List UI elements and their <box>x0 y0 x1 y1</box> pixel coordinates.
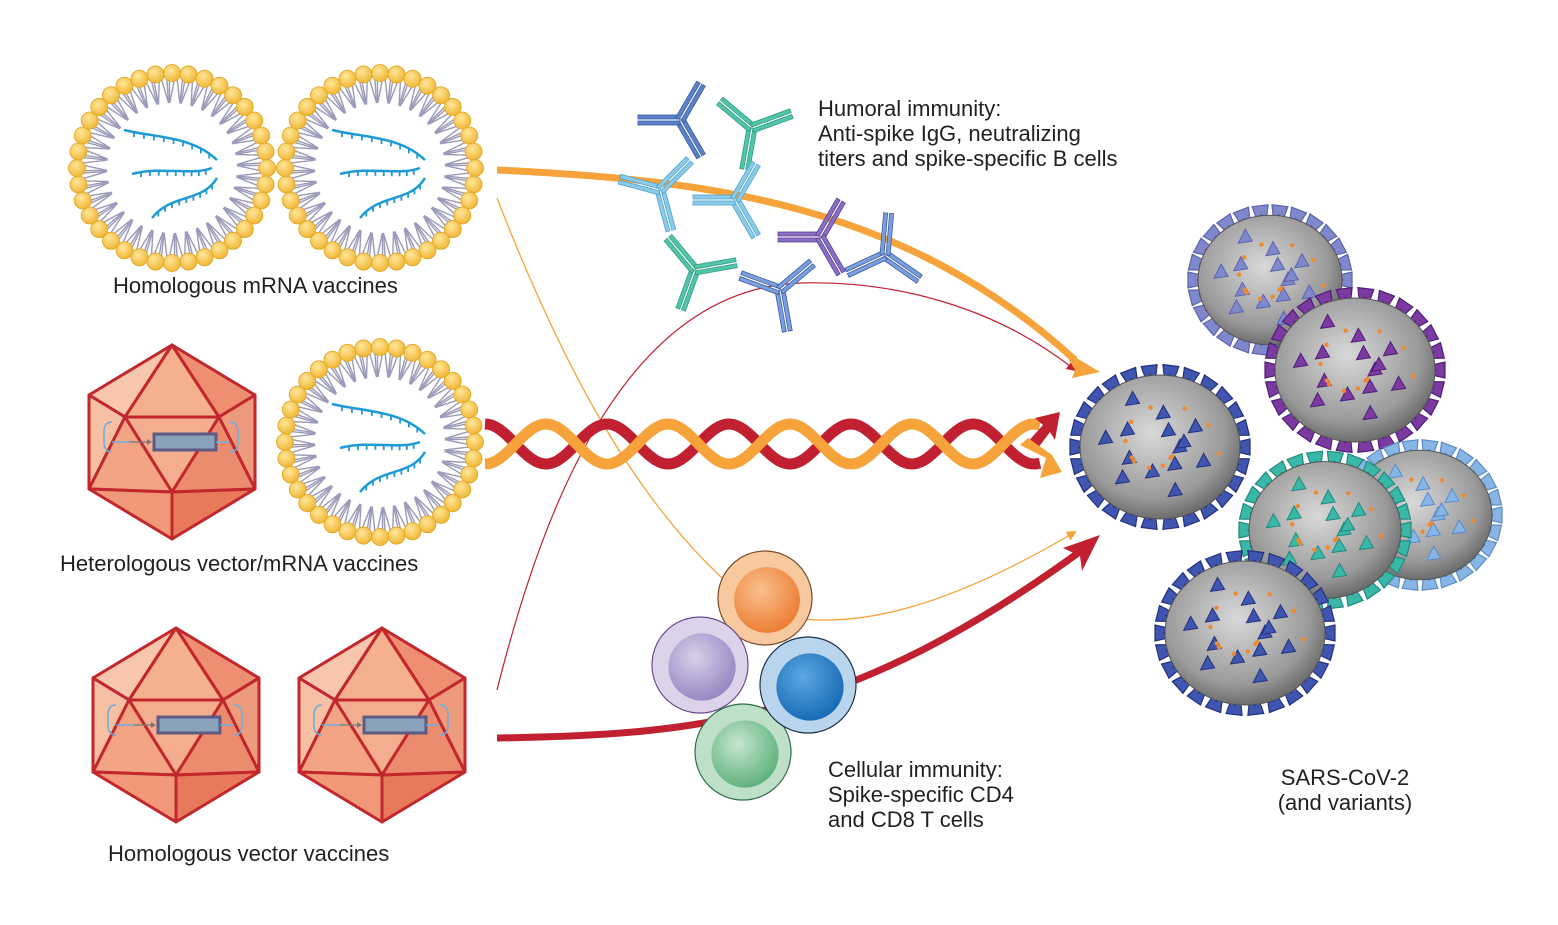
cellular-line2: Spike-specific CD4 <box>828 782 1014 807</box>
humoral-line2: Anti-spike IgG, neutralizing <box>818 121 1081 146</box>
virus-cluster <box>1069 204 1503 717</box>
antibody-icon <box>716 96 794 171</box>
adenovirus-vector-icon <box>297 626 467 824</box>
mrna-strands <box>123 128 219 219</box>
antibody-icon <box>738 258 816 333</box>
humoral-immunity-label: Humoral immunity: Anti-spike IgG, neutra… <box>818 96 1118 171</box>
transgene-cassette-icon <box>313 704 449 736</box>
antibody-icon <box>844 212 923 284</box>
antibody-icon <box>617 156 694 233</box>
antibody-icon <box>777 197 846 277</box>
lipid-nanoparticle-icon <box>68 64 276 272</box>
adenovirus-vector-icon <box>91 626 261 824</box>
lipid-nanoparticle-icon <box>276 64 484 272</box>
transgene-cassette-icon <box>107 704 243 736</box>
red-arrowhead-bottom <box>1063 535 1100 571</box>
heterologous-helix-arrow <box>484 412 1062 478</box>
blue-variant-virus <box>1069 363 1251 531</box>
virus-label: SARS-CoV-2 (and variants) <box>1245 765 1445 815</box>
antibody-icon <box>692 160 761 240</box>
humoral-title: Humoral immunity: <box>818 96 1002 121</box>
mrna-strands <box>331 402 427 493</box>
transgene-cassette-icon <box>103 421 239 453</box>
orange-helix-strand <box>484 418 1042 470</box>
thick-orange-arrow-mrna <box>496 166 1078 363</box>
blue-variant-virus <box>1154 549 1336 717</box>
virus-line1: SARS-CoV-2 <box>1280 765 1410 790</box>
antibody-icon <box>663 234 738 312</box>
purple-t-cell <box>651 616 749 714</box>
antibody-cluster <box>617 80 923 333</box>
orange-t-cell <box>717 550 813 646</box>
adenovirus-vector-icon <box>87 343 257 541</box>
mrna-strands <box>331 128 427 219</box>
label-homologous-mrna: Homologous mRNA vaccines <box>113 273 398 298</box>
red-helix-arrowhead <box>1025 412 1060 452</box>
virus-line2: (and variants) <box>1277 790 1413 815</box>
t-cell-cluster <box>651 550 857 801</box>
orange-helix-arrowhead <box>1020 438 1062 478</box>
thin-red-line-vector-to-antibodies <box>496 282 1077 691</box>
label-heterologous: Heterologous vector/mRNA vaccines <box>60 551 419 576</box>
lipid-nanoparticle-icon <box>276 338 484 546</box>
purple-variant-virus <box>1264 286 1446 454</box>
cellular-title: Cellular immunity: <box>828 757 1003 782</box>
antibody-icon <box>637 80 706 160</box>
humoral-line3: titers and spike-specific B cells <box>818 146 1118 171</box>
blue-t-cell <box>759 636 857 734</box>
orange-arrowhead-top <box>1063 350 1100 378</box>
cellular-immunity-label: Cellular immunity: Spike-specific CD4 an… <box>828 757 1014 832</box>
green-t-cell <box>694 703 792 801</box>
label-homologous-vector: Homologous vector vaccines <box>108 841 390 866</box>
cellular-line3: and CD8 T cells <box>828 807 984 832</box>
